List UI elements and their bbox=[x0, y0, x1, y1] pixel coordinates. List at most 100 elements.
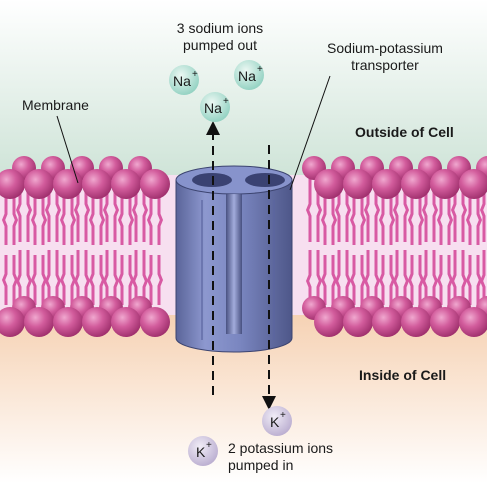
lipid-tail bbox=[30, 195, 37, 245]
inside-of-cell-label: Inside of Cell bbox=[359, 367, 447, 383]
sodium-ion: Na + bbox=[169, 65, 199, 95]
lipid-tail bbox=[128, 195, 135, 245]
lipid-tail bbox=[1, 195, 8, 245]
lipid-tail bbox=[84, 178, 91, 242]
lipid-tail bbox=[73, 178, 80, 242]
lipid-head bbox=[140, 307, 170, 337]
sodium-ion: Na + bbox=[200, 92, 230, 122]
lipid-head bbox=[140, 169, 170, 199]
lipid-tail bbox=[12, 195, 19, 245]
potassium-ion: K + bbox=[262, 406, 292, 436]
lipid-tail bbox=[461, 250, 468, 312]
transporter-pointer-line bbox=[289, 75, 331, 191]
lipid-tail bbox=[465, 255, 472, 305]
lipid-tail bbox=[55, 250, 62, 312]
lipid-head bbox=[53, 169, 83, 199]
lipid-tail bbox=[479, 178, 486, 242]
lipid-tail bbox=[70, 195, 77, 245]
lipid-tail bbox=[305, 250, 312, 312]
membrane-label: Membrane bbox=[22, 97, 89, 113]
lipid-tail bbox=[320, 195, 327, 245]
potassium-pumped-in-label: 2 potassium ions pumped in bbox=[228, 440, 333, 474]
lipid-tail bbox=[146, 255, 153, 305]
lipid-tail bbox=[349, 195, 356, 245]
lipid-tail bbox=[55, 178, 62, 242]
lipid-head bbox=[314, 307, 344, 337]
sodium-charge: + bbox=[192, 69, 198, 80]
lipid-tail bbox=[447, 195, 454, 245]
lipid-tail bbox=[378, 255, 385, 305]
lipid-heads bbox=[0, 156, 487, 337]
lipid-tail bbox=[407, 195, 414, 245]
potassium-label-line2: pumped in bbox=[228, 457, 294, 473]
lipid-tail bbox=[331, 255, 338, 305]
lipid-head bbox=[343, 307, 373, 337]
lipid-tail bbox=[432, 178, 439, 242]
lipid-tail bbox=[418, 195, 425, 245]
lipid-tail bbox=[334, 178, 341, 242]
lipid-tail bbox=[102, 178, 109, 242]
lipid-head bbox=[24, 307, 54, 337]
lipid-tail bbox=[30, 255, 37, 305]
lipid-tail bbox=[128, 255, 135, 305]
lipid-head bbox=[82, 307, 112, 337]
lipid-tail bbox=[403, 178, 410, 242]
lipid-tail bbox=[392, 178, 399, 242]
lipid-tail bbox=[476, 195, 483, 245]
lipid-tail bbox=[360, 195, 367, 245]
sodium-symbol: Na bbox=[173, 73, 191, 89]
lipid-tail bbox=[146, 195, 153, 245]
sodium-charge: + bbox=[223, 96, 229, 107]
lipid-tail bbox=[316, 250, 323, 312]
lipid-head bbox=[0, 169, 25, 199]
lipid-tail bbox=[15, 178, 22, 242]
lipid-tail bbox=[157, 195, 164, 245]
lipid-head bbox=[459, 307, 487, 337]
lipid-tail bbox=[99, 255, 106, 305]
lipid-tail bbox=[403, 250, 410, 312]
outside-of-cell-label: Outside of Cell bbox=[355, 124, 454, 140]
sodium-pumped-out-label: 3 sodium ions pumped out bbox=[160, 20, 280, 54]
lipid-tail bbox=[360, 255, 367, 305]
lipid-tail bbox=[41, 255, 48, 305]
lipid-tail bbox=[1, 255, 8, 305]
lipid-tail bbox=[378, 195, 385, 245]
lipid-tail bbox=[305, 178, 312, 242]
lipid-tail bbox=[113, 250, 120, 312]
lipid-tail bbox=[142, 178, 149, 242]
lipid-tail bbox=[12, 255, 19, 305]
lipid-head bbox=[314, 169, 344, 199]
sodium-label-line2: pumped out bbox=[183, 37, 257, 53]
lipid-tail bbox=[436, 255, 443, 305]
lipid-tail bbox=[44, 178, 51, 242]
lipid-tails bbox=[1, 178, 486, 312]
lipid-tail bbox=[436, 195, 443, 245]
lipid-head bbox=[459, 169, 487, 199]
sodium-potassium-transporter bbox=[175, 165, 293, 353]
lipid-tail bbox=[345, 250, 352, 312]
lipid-tail bbox=[59, 195, 66, 245]
lipid-tail bbox=[88, 255, 95, 305]
lipid-tail bbox=[389, 195, 396, 245]
lipid-tail bbox=[84, 250, 91, 312]
lipid-tail bbox=[331, 195, 338, 245]
lipid-head bbox=[430, 307, 460, 337]
potassium-ion: K + bbox=[188, 436, 218, 466]
lipid-tail bbox=[157, 255, 164, 305]
lipid-tail bbox=[418, 255, 425, 305]
lipid-head bbox=[82, 169, 112, 199]
potassium-symbol: K bbox=[196, 444, 206, 460]
lipid-head bbox=[401, 307, 431, 337]
lipid-head bbox=[372, 169, 402, 199]
lipid-tail bbox=[345, 178, 352, 242]
transporter-label-line2: transporter bbox=[351, 57, 419, 73]
lipid-tail bbox=[389, 255, 396, 305]
lipid-tail bbox=[465, 195, 472, 245]
lipid-head bbox=[343, 169, 373, 199]
lipid-tail bbox=[26, 250, 33, 312]
lipid-head bbox=[111, 307, 141, 337]
potassium-charge: + bbox=[280, 410, 286, 421]
lipid-tail bbox=[320, 255, 327, 305]
